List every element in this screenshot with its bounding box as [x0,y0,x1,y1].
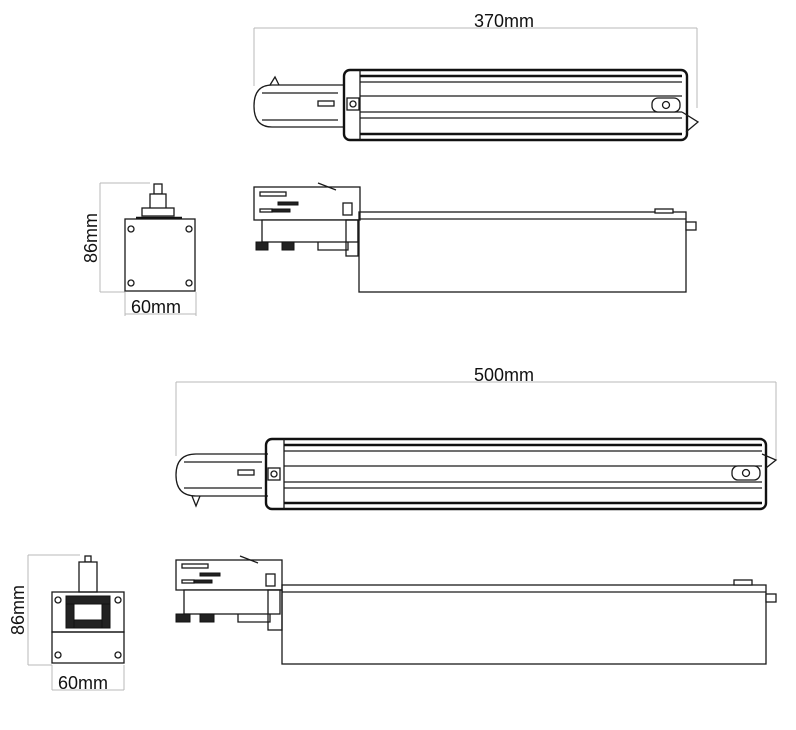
bottom-side-view [175,555,777,665]
bottom-height-label: 86mm [8,585,28,635]
bottom-plan-view: 500mm [175,365,778,511]
top-height-label: 86mm [81,213,101,263]
top-plan-view: 370mm [253,11,700,142]
top-width-label: 60mm [131,297,181,317]
top-end-view: 86mm 60mm [81,182,197,317]
top-side-view [253,182,697,293]
bottom-end-view: 86mm 60mm [8,554,125,693]
bottom-length-label: 500mm [474,365,534,385]
bottom-width-label: 60mm [58,673,108,693]
top-length-label: 370mm [474,11,534,31]
